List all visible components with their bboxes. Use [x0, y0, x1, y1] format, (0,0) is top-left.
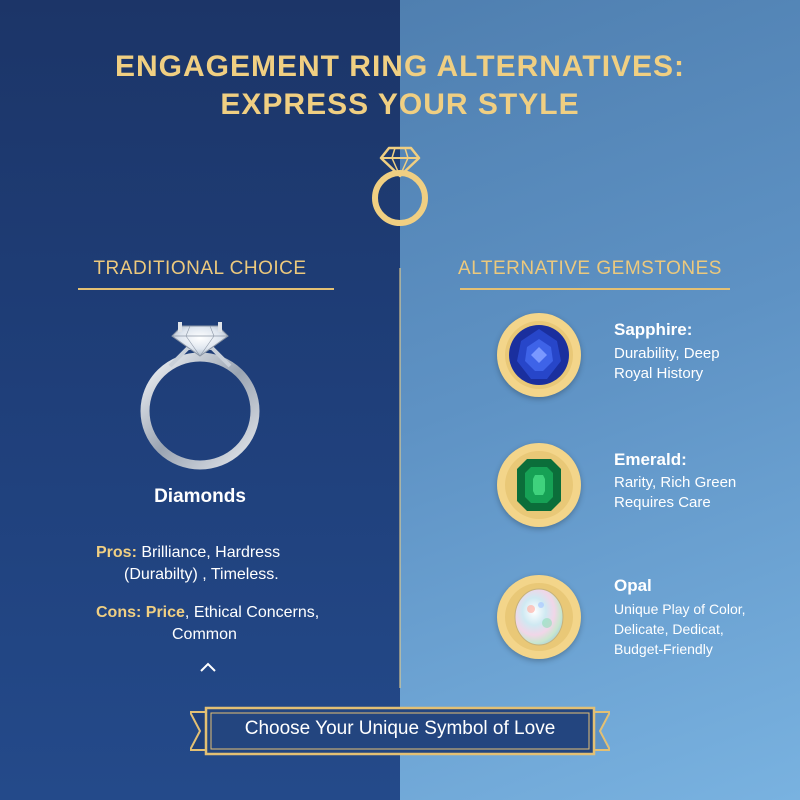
right-panel-background [400, 0, 800, 800]
page-title-line2: EXPRESS YOUR STYLE [220, 88, 580, 121]
pros-label: Pros: [96, 544, 137, 561]
sapphire-gem-icon [505, 321, 573, 389]
chevron-up-icon[interactable] [198, 660, 218, 674]
opal-gem-badge [497, 575, 581, 659]
ribbon-banner [190, 706, 610, 756]
diamond-pros-line2: (Durabilty) , Timeless. [124, 566, 279, 583]
pros-text: Brilliance, Hardress [141, 544, 281, 561]
opal-gem-icon [505, 583, 573, 651]
diamond-ring-image [140, 322, 260, 470]
emerald-gem-badge [497, 443, 581, 527]
traditional-choice-title: TRADITIONAL CHOICE [93, 258, 307, 279]
banner-text: Choose Your Unique Symbol of Love [244, 718, 556, 739]
alternative-gemstones-title: ALTERNATIVE GEMSTONES [458, 258, 722, 279]
opal-desc-1: Unique Play of Color, [614, 601, 746, 617]
page-title-line1: ENGAGEMENT RING ALTERNATIVES: [114, 50, 686, 83]
sapphire-name: Sapphire: [614, 320, 693, 339]
sapphire-desc-1: Durability, Deep [614, 345, 720, 362]
diamonds-title: Diamonds [154, 486, 246, 507]
opal-name: Opal [614, 576, 652, 595]
opal-desc-2: Delicate, Dedicat, [614, 621, 724, 637]
emerald-desc-1: Rarity, Rich Green [614, 474, 737, 491]
emerald-desc-2: Requires Care [614, 494, 711, 511]
diamond-ring-icon [372, 146, 428, 226]
emerald-name: Emerald: [614, 450, 687, 469]
opal-desc-3: Budget-Friendly [614, 641, 713, 657]
cons-text: , Ethical Concerns, [184, 604, 320, 621]
cons-label: Cons: [96, 604, 142, 621]
cons-price: Price [145, 604, 185, 621]
diamond-pros: Pros: Brilliance, Hardress [96, 542, 280, 563]
diamond-cons: Cons: Price, Ethical Concerns, [96, 602, 319, 623]
sapphire-desc-2: Royal History [614, 365, 704, 382]
left-panel-background [0, 0, 400, 800]
alternative-title-rule [460, 288, 730, 290]
center-divider [399, 268, 401, 688]
sapphire-gem-badge [497, 313, 581, 397]
traditional-title-rule [78, 288, 334, 290]
diamond-cons-line2: Common [172, 626, 237, 643]
emerald-gem-icon [505, 451, 573, 519]
